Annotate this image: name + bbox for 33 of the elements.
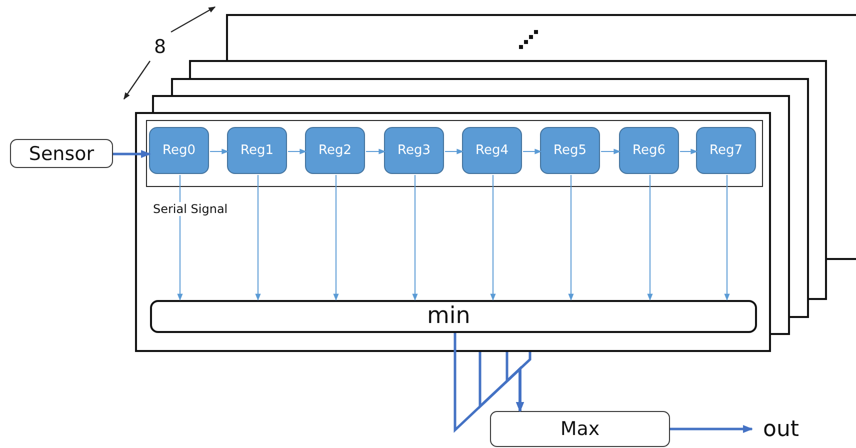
register-box: Reg1: [227, 127, 287, 174]
arrow: [516, 352, 532, 412]
arrow: [333, 174, 339, 301]
register-box: Reg7: [696, 127, 756, 174]
arrow: [670, 425, 753, 433]
register-box: Reg2: [305, 127, 365, 174]
register-row-box: [146, 120, 763, 187]
register-box: Reg6: [619, 127, 679, 174]
process-box: Max: [490, 411, 670, 447]
arrow: [724, 174, 730, 301]
arrow: [255, 174, 261, 301]
process-box: Sensor: [10, 139, 113, 168]
arrow: [288, 148, 307, 154]
arrow: [522, 148, 542, 154]
arrow: [412, 174, 418, 301]
output-text: out: [756, 414, 806, 444]
arrow: [680, 148, 698, 154]
register-box: Reg5: [540, 127, 600, 174]
arrow: [113, 150, 151, 158]
register-box: Reg0: [149, 127, 209, 174]
signal-label: Serial Signal: [152, 202, 229, 216]
panel-frame: [135, 112, 771, 352]
arrow: [444, 148, 464, 154]
arrow: [647, 174, 653, 301]
arrow: [600, 148, 621, 154]
register-box: Reg4: [462, 127, 522, 174]
arrow: [568, 174, 574, 301]
register-box: Reg3: [384, 127, 444, 174]
arrow: [366, 148, 386, 154]
min-box: min: [150, 300, 757, 333]
arrow: [177, 174, 183, 301]
arrow: [490, 174, 496, 301]
arrow: [210, 148, 229, 154]
